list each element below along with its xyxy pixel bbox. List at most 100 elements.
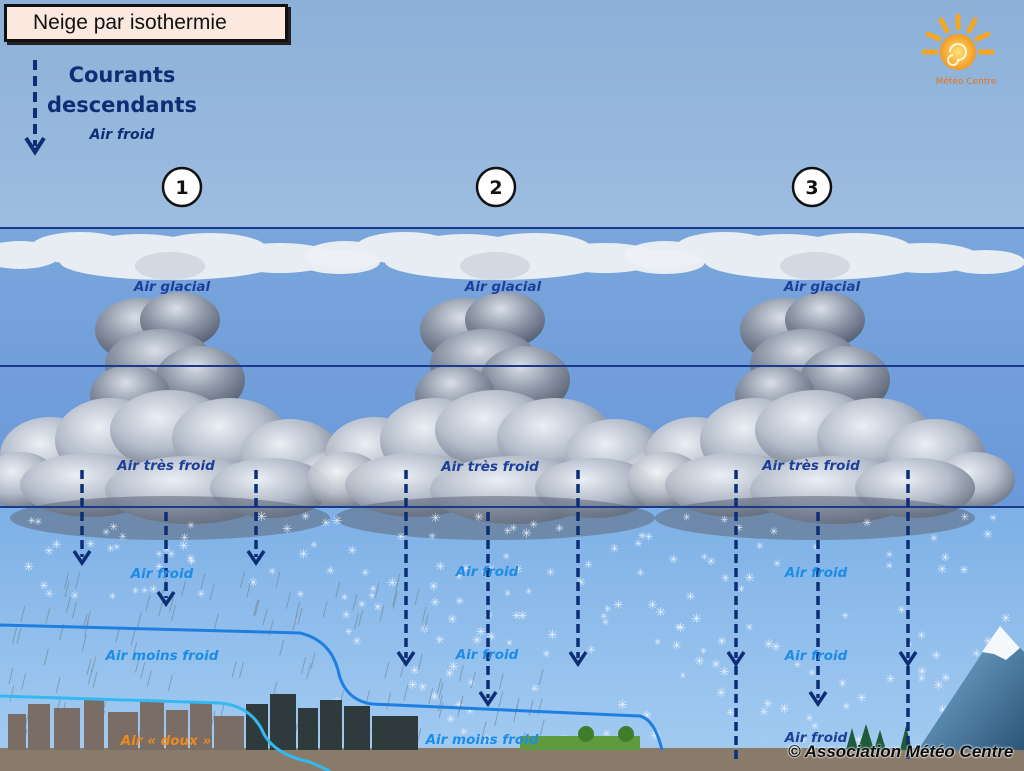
snowflake-icon: ✳ [34,517,42,528]
snowflake-icon: ✳ [764,636,775,651]
snowflake-icon: ✳ [23,560,34,575]
legend-heading-line2: descendants [47,93,197,117]
snowflake-icon: ✳ [504,588,512,599]
snowflake-icon: ✳ [720,515,728,526]
snowflake-icon: ✳ [602,729,610,740]
snowflake-icon: ✳ [530,683,539,695]
snowflake-icon: ✳ [711,657,721,672]
snowflake-icon: ✳ [602,618,610,629]
rain-streak [8,668,14,685]
snowflake-icon: ✳ [941,670,951,684]
snowflake-icon: ✳ [155,550,163,560]
snowflake-icon: ✳ [187,520,195,531]
rain-streak [158,600,164,617]
snowflake-icon: ✳ [326,565,335,578]
rain-streak [239,571,245,589]
snowflake-icon: ✳ [930,534,938,545]
rain-streak [292,614,298,631]
rain-streak [134,656,140,673]
snowflake-icon: ✳ [576,575,586,589]
rain-streak [428,688,434,705]
snowflake-icon: ✳ [721,571,731,585]
downdraft-arrow-icon [72,470,92,567]
snowflake-icon: ✳ [933,678,944,693]
rain-streak [392,592,398,609]
snowflake-icon: ✳ [149,583,158,596]
snowflake-icon: ✳ [347,544,357,558]
snowflake-icon: ✳ [773,558,782,570]
snowflake-icon: ✳ [310,540,318,551]
snowflake-icon: ✳ [763,697,773,711]
snowflake-icon: ✳ [407,678,417,692]
snowflake-icon: ✳ [44,587,53,600]
front-line-doux [0,694,331,771]
snowflake-icon: ✳ [44,544,54,558]
snowflake-icon: ✳ [1001,611,1011,626]
snowflake-icon: ✳ [706,554,716,568]
snowflake-icon: ✳ [972,648,981,660]
stage-3-number: 3 [805,177,818,199]
snowflake-icon: ✳ [938,703,948,717]
snowflake-icon: ✳ [863,517,872,530]
snowflake-icon: ✳ [885,561,893,572]
tree-2 [618,726,634,742]
rain-streak [92,671,98,688]
credit-text: © Association Météo Centre [788,742,1014,761]
rain-streak [91,656,97,673]
snowflake-icon: ✳ [506,638,514,649]
snowflake-icon: ✳ [726,707,735,719]
rain-streak [306,663,312,680]
rain-streak [64,580,70,597]
snowflake-icon: ✳ [770,526,779,538]
downdraft-arrow-icon [808,512,828,708]
snowflake-icon: ✳ [886,672,896,686]
snowflake-icon: ✳ [162,544,171,556]
snowflake-icon: ✳ [298,547,309,562]
snowflake-icon: ✳ [525,587,533,597]
rain-streak [146,670,152,687]
snowflake-icon: ✳ [455,595,464,608]
snowflake-icon: ✳ [842,702,850,713]
rain-streak [213,613,219,630]
rain-streak [136,611,142,628]
snowflake-icon: ✳ [435,560,445,574]
rain-streak [437,695,443,712]
snowflake-icon: ✳ [396,530,405,543]
snowflake-icon: ✳ [428,531,436,542]
legend-heading-line1: Courants [69,63,176,87]
rain-streak [85,611,91,628]
snowflake-icon: ✳ [296,590,304,601]
snowflake-icon: ✳ [512,610,521,623]
rain-streak [200,572,206,590]
snowflake-icon: ✳ [700,552,708,563]
label-glacial-2: Air glacial [464,279,542,295]
label-froid-5: Air froid [784,648,848,664]
rain-streak [354,613,360,630]
downdraft-arrow-icon [726,470,746,668]
downdraft-arrow-icon [246,470,266,567]
logo-text: Météo Centre [936,76,997,87]
snowflake-icon: ✳ [480,566,490,580]
snowflake-icon: ✳ [654,638,662,648]
snowflake-icon: ✳ [447,612,457,627]
snowflake-icon: ✳ [503,525,512,537]
sun-logo-icon [921,13,995,70]
snowflake-icon: ✳ [461,562,470,575]
snowflake-icon: ✳ [132,586,140,597]
snowflake-icon: ✳ [771,640,781,654]
snowflake-icon: ✳ [694,655,705,670]
label-doux: Air « doux » [120,733,212,749]
snowflake-icon: ✳ [674,623,682,634]
label-froid-1: Air froid [130,566,194,582]
snowflake-icon: ✳ [983,634,993,648]
snowflake-icon: ✳ [86,537,96,551]
downdraft-arrow-icon [156,512,176,608]
snowflake-icon: ✳ [102,527,110,538]
rain-streak [279,639,285,656]
snowflake-icon: ✳ [180,530,190,544]
rain-streak [9,685,15,702]
snowflake-icon: ✳ [387,576,398,591]
rain-streak [246,581,252,598]
rain-streak [403,684,409,701]
